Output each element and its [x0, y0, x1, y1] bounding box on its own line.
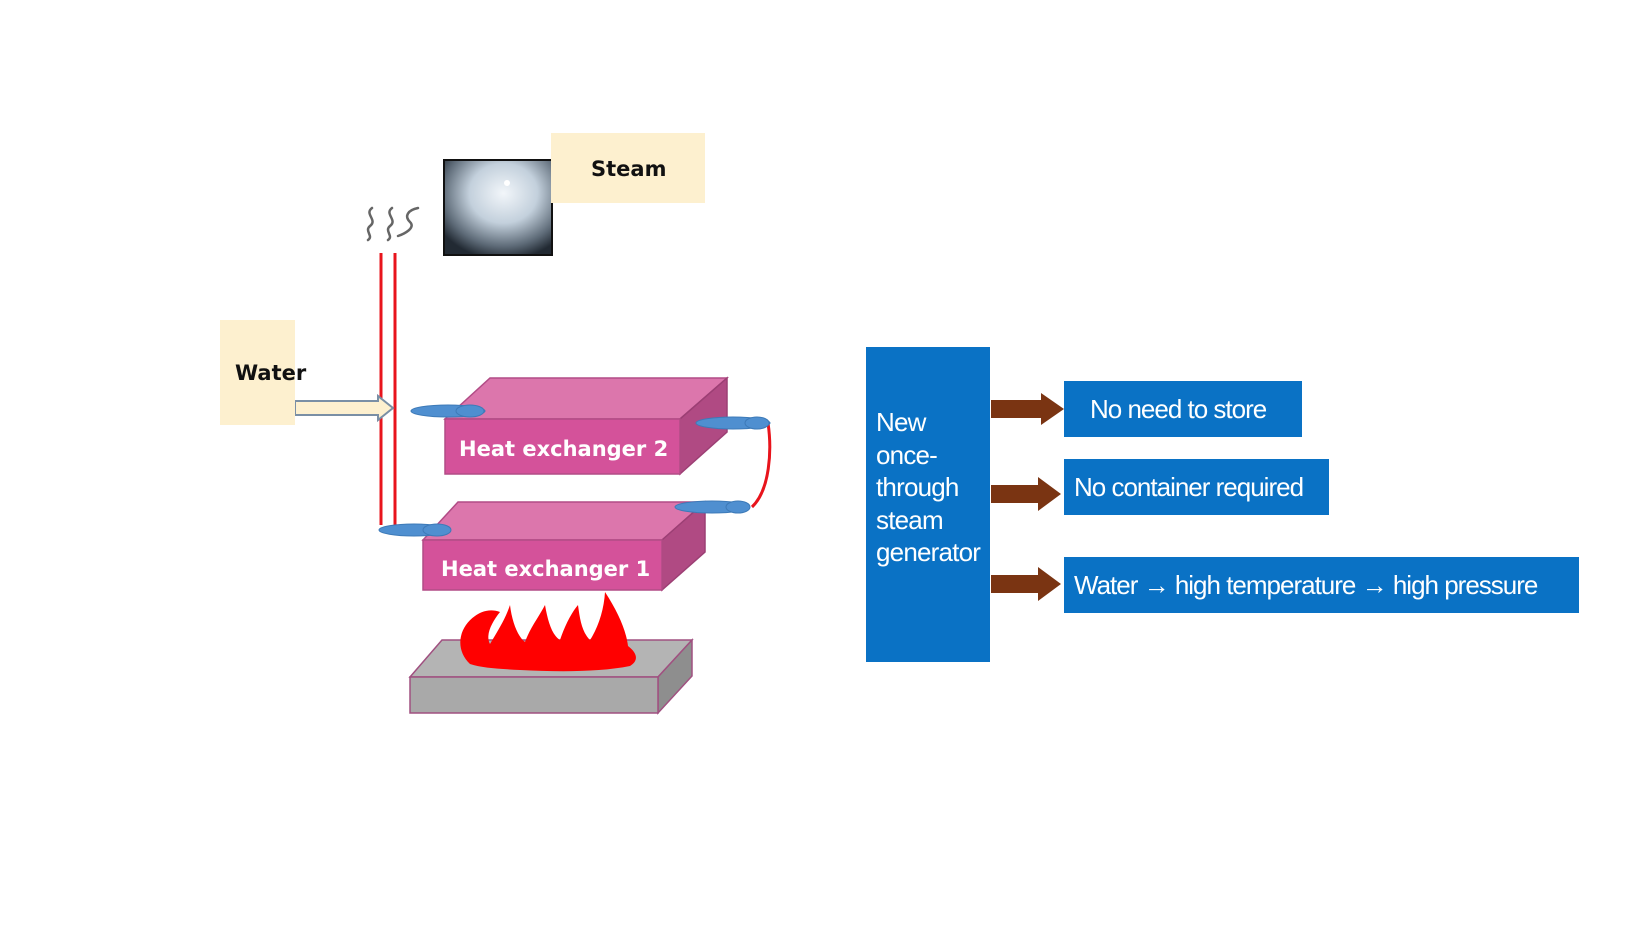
generator-title-line: New [876, 407, 926, 437]
water-inlet-arrow-icon [294, 393, 395, 423]
heat-exchanger-2-label: Heat exchanger 2 [459, 437, 669, 461]
water-label: Water [235, 361, 307, 385]
benefit-label: Water → high temperature → high pressure [1074, 569, 1538, 600]
benefit-label: No container required [1074, 471, 1304, 502]
pipe-connectors [378, 404, 771, 537]
steam-label: Steam [591, 157, 667, 181]
generator-title: New once- through steam generator [876, 406, 992, 569]
benefit-no-storage: No need to store [1064, 381, 1302, 437]
generator-title-line: once- [876, 439, 938, 470]
benefit-label: No need to store [1090, 393, 1267, 424]
heat-exchanger-2 [443, 376, 730, 476]
flame-icon [460, 592, 636, 672]
arrow-right-icon [991, 393, 1064, 425]
riser-pipe [379, 253, 397, 525]
benefit-no-container: No container required [1064, 459, 1329, 515]
connector-pipe [750, 422, 772, 509]
generator-title-line: steam [876, 504, 944, 535]
arrow-right-icons [991, 393, 1064, 601]
generator-title-line: generator [876, 537, 981, 567]
heat-exchanger-1 [421, 500, 707, 592]
arrow-right-icon [991, 477, 1061, 511]
generator-box [866, 347, 990, 662]
steam-wisps-icon [366, 206, 420, 242]
arrow-right-icon [991, 567, 1061, 601]
water-label-box [220, 320, 295, 425]
heat-exchanger-1-label: Heat exchanger 1 [441, 557, 651, 581]
steam-photo [443, 159, 553, 256]
steam-label-box [551, 133, 705, 203]
generator-title-line: through [876, 472, 959, 502]
benefit-high-pressure: Water → high temperature → high pressure [1064, 557, 1579, 613]
